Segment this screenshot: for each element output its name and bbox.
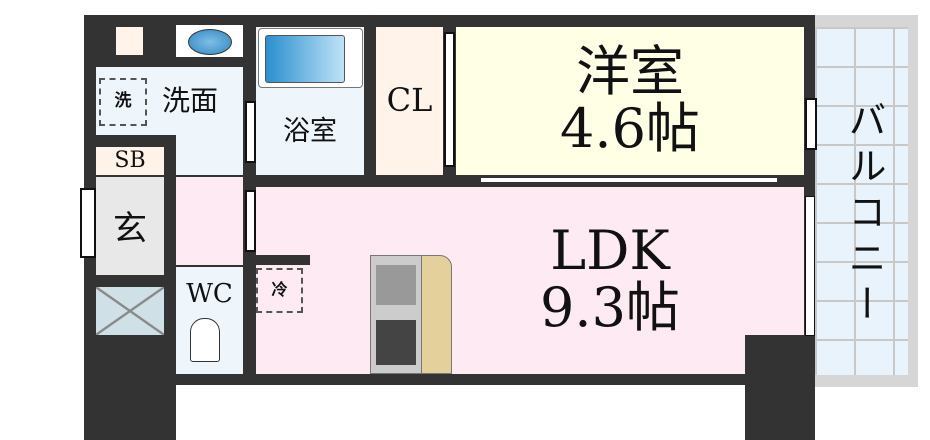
washroom-label: 洗面 <box>161 84 218 118</box>
bathroom-label: 浴室 <box>283 116 337 148</box>
closet <box>376 27 443 175</box>
toilet-label: WC <box>186 279 233 310</box>
wall-pillar <box>745 335 815 385</box>
stove-icon <box>376 320 416 365</box>
ldk-size: 9.3帖 <box>540 276 680 339</box>
front-door[interactable] <box>80 188 96 258</box>
ldk-door[interactable] <box>245 190 256 252</box>
ldk-label: LDK 9.3帖 <box>480 205 740 355</box>
western-room-label: 洋室 4.6帖 <box>456 27 804 175</box>
closet-label: CL <box>386 81 433 120</box>
balcony <box>815 15 918 387</box>
washer-label: 洗 <box>114 91 132 112</box>
toilet-icon <box>190 318 220 362</box>
storage-box <box>116 27 143 55</box>
closet-door[interactable] <box>444 32 455 167</box>
western-room-size: 4.6帖 <box>560 97 700 160</box>
washer-space: 洗 <box>99 78 147 126</box>
shoebox <box>96 147 164 175</box>
fridge-space: 冷 <box>256 268 303 313</box>
ldk-room <box>256 187 804 374</box>
sliding-door[interactable] <box>480 177 778 183</box>
sink-icon <box>176 25 243 57</box>
bath-door[interactable] <box>245 101 256 163</box>
western-room-name: 洋室 <box>576 40 684 104</box>
wall-right-extension <box>745 380 815 440</box>
bathtub-icon <box>258 28 363 88</box>
shoebox-label: SB <box>114 148 146 174</box>
entrance-label: 玄 <box>113 209 147 250</box>
kitchen-basin <box>376 265 416 305</box>
washroom-lower <box>176 130 243 175</box>
fridge-label: 冷 <box>271 280 288 300</box>
balcony-label: バルコニー <box>841 100 886 330</box>
corridor <box>176 177 243 265</box>
western-room <box>456 27 804 175</box>
wall-stub <box>256 255 310 265</box>
entrance <box>96 177 164 275</box>
ldk-window[interactable] <box>805 196 815 336</box>
pipe-space <box>96 287 164 335</box>
balcony-door[interactable] <box>805 98 817 150</box>
ldk-name: LDK <box>550 219 670 283</box>
wall-left-extension <box>84 380 176 440</box>
